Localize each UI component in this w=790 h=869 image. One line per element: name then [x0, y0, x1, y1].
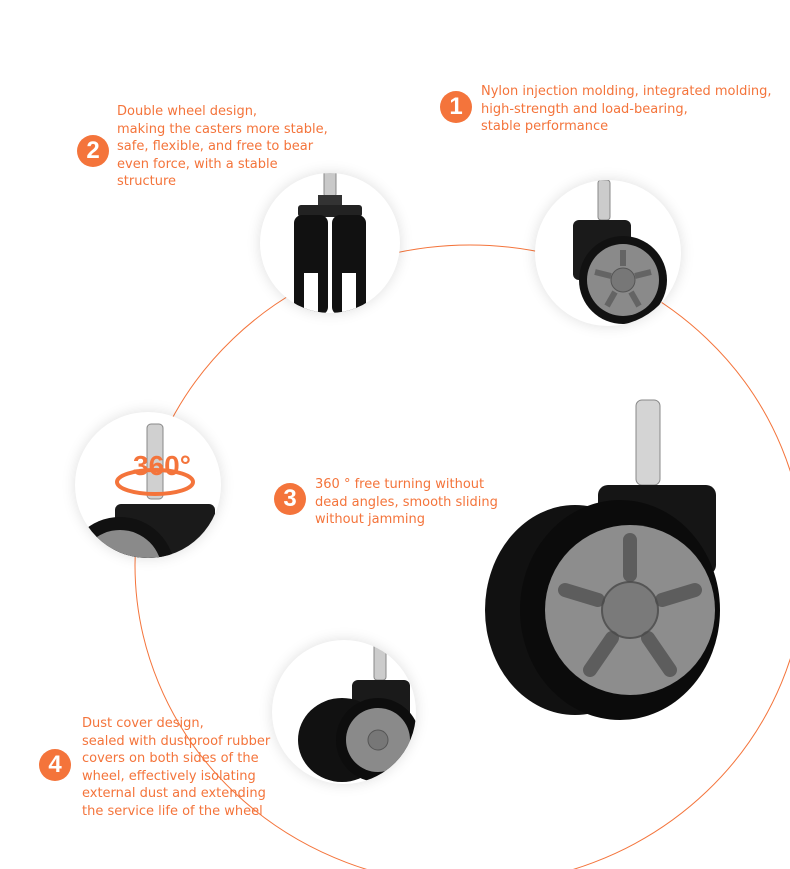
feature-3-badge: 3: [274, 483, 306, 515]
text-line: stable performance: [481, 119, 609, 134]
feature-2-text: Double wheel design, making the casters …: [117, 103, 328, 191]
text-line: without jamming: [315, 512, 426, 527]
text-line: safe, flexible, and free to bear: [117, 139, 314, 154]
text-line: wheel, effectively isolating: [82, 768, 256, 784]
text-line: Double wheel design,: [117, 104, 258, 119]
text-line: high-strength and load-bearing,: [481, 101, 688, 117]
feature-2-badge: 2: [77, 135, 109, 167]
text-line: Nylon injection molding, integrated mold…: [481, 84, 772, 99]
text-line: external dust and extending: [82, 786, 266, 801]
feature-1-badge: 1: [440, 91, 472, 123]
feature-4-badge: 4: [39, 749, 71, 781]
text-line: making the casters more stable,: [117, 121, 328, 137]
text-line: the service life of the wheel: [82, 803, 263, 819]
text-line: sealed with dustproof rubber: [82, 733, 271, 749]
large-caster-image: [485, 399, 720, 720]
dust-cover-caster-image: [272, 640, 416, 784]
text-line: even force, with a stable: [117, 156, 278, 172]
rotation-caster-image: 360°: [75, 412, 221, 558]
rotation-label: 360°: [133, 450, 191, 481]
double-wheel-image: [260, 173, 400, 313]
text-line: structure: [117, 174, 176, 189]
feature-3-text: 360 ° free turning without dead angles, …: [315, 476, 498, 529]
nylon-caster-image: [535, 180, 681, 326]
text-line: dead angles, smooth sliding: [315, 494, 498, 510]
feature-4-text: Dust cover design, sealed with dustproof…: [82, 715, 270, 820]
text-line: covers on both sides of the: [82, 751, 259, 766]
feature-1-text: Nylon injection molding, integrated mold…: [481, 83, 772, 136]
text-line: Dust cover design,: [82, 716, 204, 731]
text-line: 360 ° free turning without: [315, 477, 485, 492]
